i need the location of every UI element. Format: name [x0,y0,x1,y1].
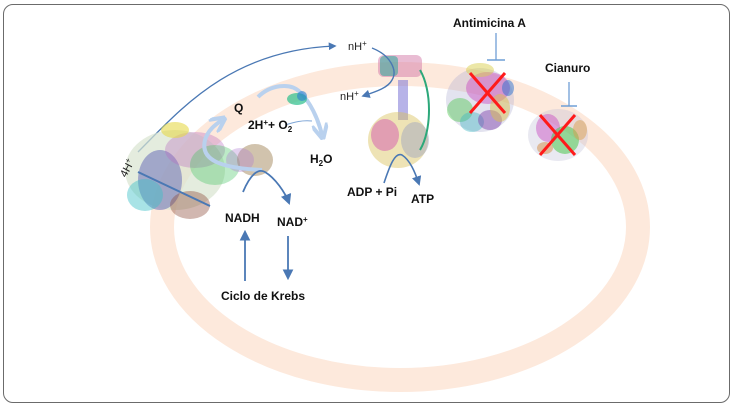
atp-synthase [368,55,430,168]
label-h2o: H2O [310,152,332,168]
cyanide-inhibitor-bar [561,82,577,107]
label-q: Q [234,101,243,115]
label-nh-bottom: nH+ [340,89,359,103]
atp-synthesis-arrow [383,153,422,186]
complex-iv-inhibition-x-icon [538,114,577,156]
label-nadh: NADH [225,211,260,225]
label-2h-o2: 2H++ O2 [248,118,293,134]
nadh-oxidation-arrow [242,170,292,206]
complex-i-bar [137,171,211,207]
proton-flow-arrow [361,47,395,98]
label-krebs-cycle: Ciclo de Krebs [221,289,305,303]
label-nad: NAD+ [277,215,308,229]
label-antimycin-a: Antimicina A [453,16,526,30]
label-4h: 4H+ [116,156,137,179]
antimycin-inhibitor-bar [487,33,505,61]
label-nh-top: nH+ [348,39,367,53]
complex-i [125,122,273,219]
label-cyanide: Cianuro [545,61,590,75]
o2-connector [284,120,313,126]
label-adp-pi: ADP + Pi [347,185,397,199]
cytochrome-c [287,91,307,105]
label-atp: ATP [411,192,434,206]
complex-iii-inhibition-x-icon [468,72,507,114]
electron-path-q [202,120,263,172]
